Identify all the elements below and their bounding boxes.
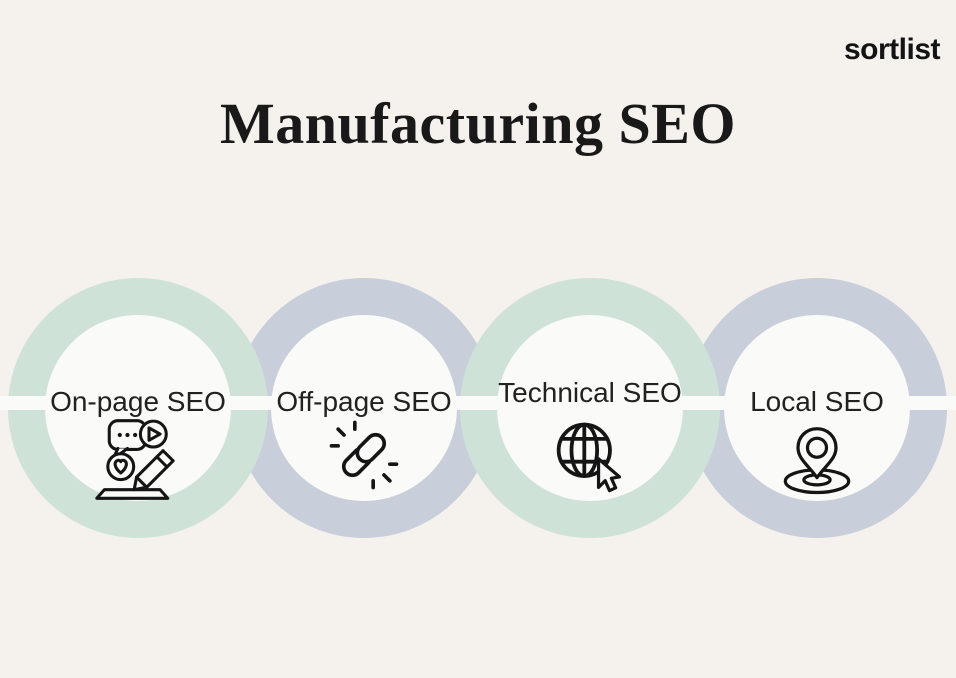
seo-item-off-page: Off-page SEO — [234, 278, 494, 538]
page-title: Manufacturing SEO — [219, 91, 737, 156]
seo-item-label: Technical SEO — [498, 377, 682, 408]
map-pin-icon — [779, 423, 855, 496]
seo-item-label: On-page SEO — [50, 386, 226, 417]
link-building-icon — [329, 420, 399, 490]
seo-item-on-page: On-page SEO — [8, 278, 268, 538]
seo-item-local: Local SEO — [687, 278, 947, 538]
seo-item-label: Local SEO — [750, 386, 884, 417]
seo-item-technical: Technical SEO — [460, 278, 720, 538]
content-writing-icon — [92, 415, 184, 503]
horizontal-divider-band — [0, 396, 956, 410]
globe-cursor-icon — [552, 418, 628, 494]
seo-item-label: Off-page SEO — [276, 386, 452, 417]
sortlist-logo: sortlist — [843, 33, 941, 66]
